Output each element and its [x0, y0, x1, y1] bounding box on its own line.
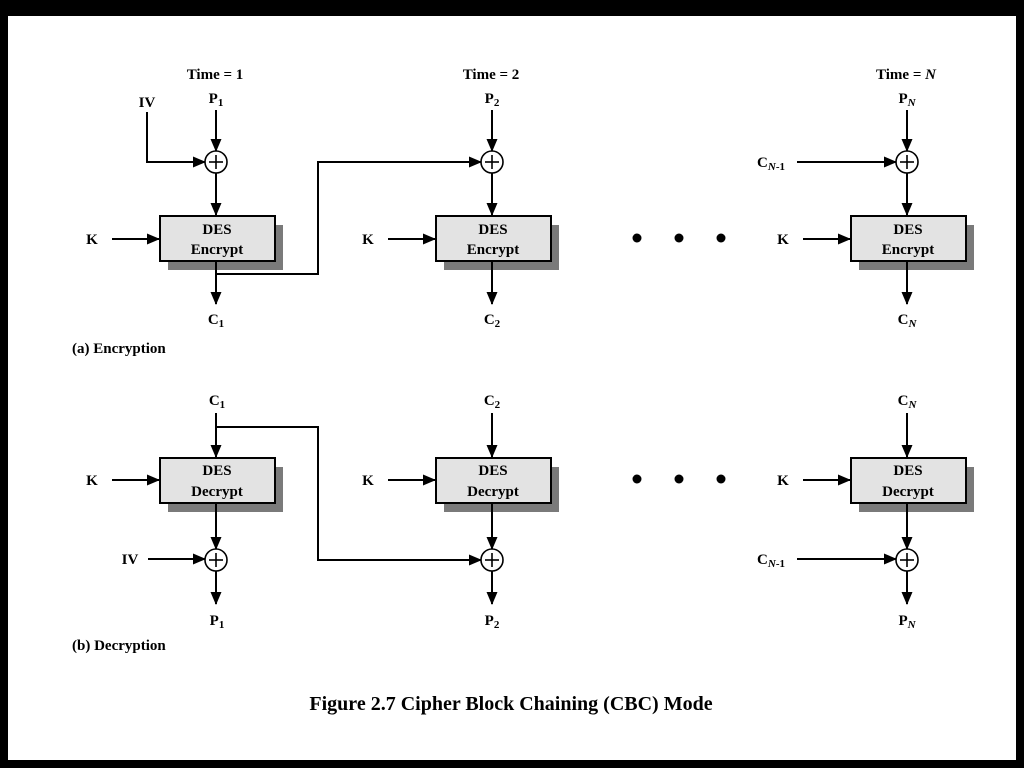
enc-xor-1: [204, 150, 228, 174]
enc-output-cn: CN: [898, 312, 918, 330]
dec-key-n-label: K: [777, 473, 789, 489]
dec-xor-n: [895, 548, 919, 572]
dec-box-2: [435, 457, 552, 504]
enc-key-n-label: K: [777, 232, 789, 248]
enc-box-2-line2: Encrypt: [467, 242, 520, 258]
enc-output-c1: C1: [208, 312, 224, 330]
dec-output-pn: PN: [898, 613, 916, 631]
enc-box-n-line2: Encrypt: [882, 242, 935, 258]
enc-ellipsis-dot-2: [674, 233, 684, 243]
enc-input-p1: P1: [209, 91, 224, 109]
dec-box-n-line1: DES: [893, 463, 922, 479]
dec-box-n: [850, 457, 967, 504]
enc-key-1-label: K: [86, 232, 98, 248]
time-1-label: Time = 1: [187, 67, 244, 83]
encryption-section-label: (a) Encryption: [72, 341, 166, 357]
dec-box-n-line2: Decrypt: [882, 484, 934, 500]
enc-xor-n: [895, 150, 919, 174]
dec-key-2-label: K: [362, 473, 374, 489]
dec-key-1-label: K: [86, 473, 98, 489]
dec-iv-label: IV: [122, 552, 139, 568]
enc-box-1: [159, 215, 276, 262]
enc-box-2: [435, 215, 552, 262]
enc-output-c2: C2: [484, 312, 501, 330]
dec-chain-in-label: CN-1: [757, 552, 785, 570]
enc-arrow-iv-xor: [146, 112, 206, 168]
dec-box-1-line1: DES: [202, 463, 231, 479]
encryption-section: P1 P2 PN IV CN-1 DES Encrypt DES Encrypt: [72, 91, 974, 357]
decryption-section-label: (b) Decryption: [72, 638, 166, 654]
dec-ellipsis-dot-2: [674, 474, 684, 484]
dec-chain-c1-xor2: [216, 426, 482, 566]
dec-box-2-line2: Decrypt: [467, 484, 519, 500]
enc-chain-in-label: CN-1: [757, 155, 785, 173]
enc-input-pn: PN: [898, 91, 916, 109]
enc-box-n-line1: DES: [893, 222, 922, 238]
enc-box-n: [850, 215, 967, 262]
dec-ellipsis-dot-3: [716, 474, 726, 484]
enc-xor-2: [480, 150, 504, 174]
time-n-label: Time = N: [876, 67, 937, 83]
enc-key-2-label: K: [362, 232, 374, 248]
time-n-prefix: Time =: [876, 67, 925, 83]
enc-ellipsis-dot-3: [716, 233, 726, 243]
dec-output-p2: P2: [485, 613, 500, 631]
dec-xor-2: [480, 548, 504, 572]
enc-box-1-line2: Encrypt: [191, 242, 244, 258]
dec-output-p1: P1: [210, 613, 225, 631]
enc-chain-c1-xor2: [216, 156, 482, 275]
dec-box-2-line1: DES: [478, 463, 507, 479]
cbc-diagram: Time = 1 Time = 2 Time = N P1 P2 PN IV C…: [72, 67, 974, 715]
figure-frame: Time = 1 Time = 2 Time = N P1 P2 PN IV C…: [8, 16, 1016, 760]
enc-ellipsis-dot-1: [632, 233, 642, 243]
dec-ellipsis-dot-1: [632, 474, 642, 484]
dec-xor-1: [204, 548, 228, 572]
dec-box-1: [159, 457, 276, 504]
time-n-var: N: [924, 67, 937, 83]
enc-box-1-line1: DES: [202, 222, 231, 238]
dec-input-cn: CN: [898, 393, 918, 411]
enc-input-p2: P2: [485, 91, 500, 109]
time-2-label: Time = 2: [463, 67, 520, 83]
enc-box-2-line1: DES: [478, 222, 507, 238]
dec-box-1-line2: Decrypt: [191, 484, 243, 500]
dec-input-c2: C2: [484, 393, 501, 411]
dec-input-c1: C1: [209, 393, 225, 411]
figure-caption: Figure 2.7 Cipher Block Chaining (CBC) M…: [309, 693, 712, 715]
enc-iv-label: IV: [139, 95, 156, 111]
decryption-section: C1 C2 CN DES Decrypt DES Decrypt DES Dec…: [72, 393, 974, 654]
